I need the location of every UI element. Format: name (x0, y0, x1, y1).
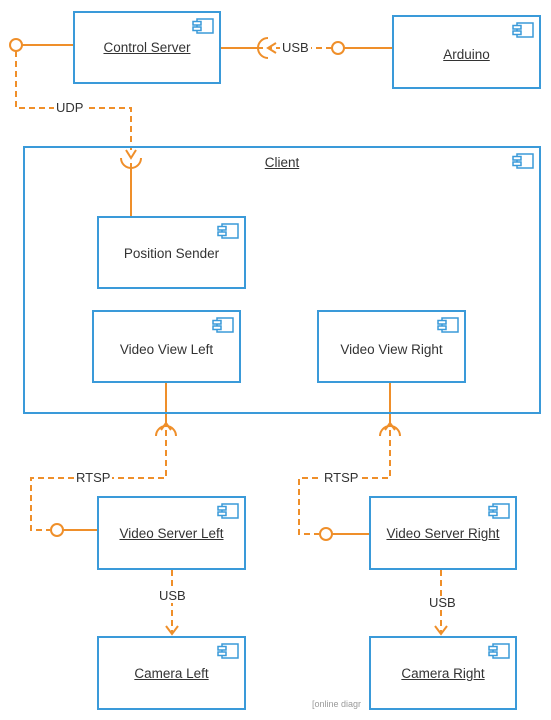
rtsp-right-label: RTSP (322, 470, 361, 485)
component-icon (217, 223, 239, 239)
arduino-lollipop (331, 41, 345, 55)
component-label: Video Server Right (386, 526, 500, 541)
udp-label: UDP (54, 100, 86, 115)
component-icon (437, 317, 459, 333)
component-icon (212, 317, 234, 333)
component-camera-right[interactable]: Camera Right (369, 636, 517, 710)
view-right-arrowhead (384, 421, 396, 431)
component-video-server-left[interactable]: Video Server Left (97, 496, 246, 570)
server-right-lollipop (319, 527, 333, 541)
component-label: Video Server Left (119, 526, 224, 541)
component-label: Position Sender (123, 246, 220, 261)
usb-left-arrowhead (165, 625, 179, 636)
component-icon (512, 22, 534, 38)
view-left-arrowhead (160, 421, 172, 431)
component-video-view-left[interactable]: Video View Left (92, 310, 241, 383)
view-right-socket (379, 425, 401, 437)
component-video-server-right[interactable]: Video Server Right (369, 496, 517, 570)
usb-left-label: USB (157, 588, 188, 603)
component-label: Camera Left (134, 666, 209, 681)
component-camera-left[interactable]: Camera Left (97, 636, 246, 710)
view-left-socket (155, 425, 177, 437)
component-label: Control Server (103, 40, 191, 55)
control-server-lollipop (9, 38, 23, 52)
udp-arrowhead (125, 149, 137, 160)
component-label: Camera Right (401, 666, 485, 681)
component-client[interactable]: Client (23, 146, 541, 414)
component-label: Video View Left (119, 342, 214, 357)
component-icon (217, 503, 239, 519)
component-control-server[interactable]: Control Server (73, 11, 221, 84)
usb-label: USB (280, 40, 311, 55)
server-left-lollipop (50, 523, 64, 537)
usb-arrowhead (266, 42, 277, 54)
component-arduino[interactable]: Arduino (392, 15, 541, 89)
component-icon (488, 503, 510, 519)
rtsp-left-line (30, 430, 167, 531)
component-icon (192, 18, 214, 34)
rtsp-left-label: RTSP (74, 470, 113, 485)
usb-right-arrowhead (434, 625, 448, 636)
component-icon (217, 643, 239, 659)
component-label: Video View Right (340, 342, 443, 357)
component-video-view-right[interactable]: Video View Right (317, 310, 466, 383)
component-label: Arduino (443, 47, 490, 62)
component-icon (488, 643, 510, 659)
watermark: [online diagr (312, 699, 362, 709)
component-icon (512, 153, 534, 169)
component-position-sender[interactable]: Position Sender (97, 216, 246, 289)
component-label: Client (264, 155, 300, 170)
rtsp-right-line (298, 430, 391, 535)
usb-right-label: USB (427, 595, 458, 610)
